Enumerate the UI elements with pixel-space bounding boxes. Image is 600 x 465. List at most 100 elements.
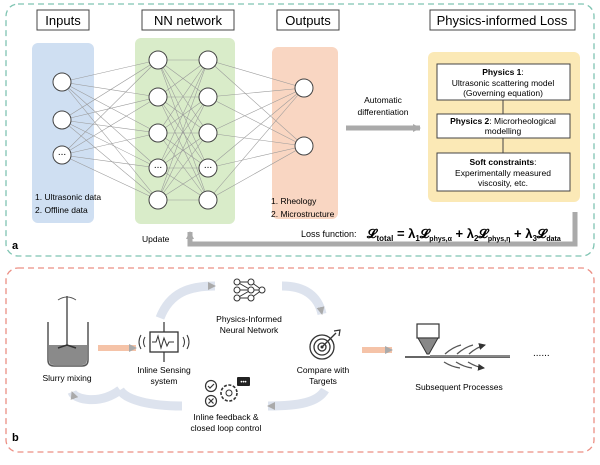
header-nn-network: NN network bbox=[141, 9, 235, 31]
network-edge bbox=[207, 59, 305, 147]
inline-sensing-label-2: system bbox=[151, 376, 178, 386]
network-edge bbox=[61, 81, 159, 169]
input-node bbox=[52, 72, 72, 92]
header-inputs: Inputs bbox=[36, 9, 90, 31]
network-edge bbox=[207, 96, 305, 147]
panel-b-frame bbox=[5, 267, 595, 453]
panel-a-tag: a bbox=[12, 240, 19, 252]
network-edge bbox=[61, 132, 159, 156]
network-edge bbox=[61, 154, 159, 201]
feedback-label-2: closed loop control bbox=[191, 423, 262, 433]
panel-a-frame bbox=[5, 3, 595, 257]
svg-text:Experimentally measured: Experimentally measured bbox=[455, 168, 551, 178]
loop-arrow-to-pinn bbox=[155, 281, 216, 320]
network-edge bbox=[207, 145, 305, 169]
physics1-box: Physics 1: Ultrasonic scattering model (… bbox=[436, 63, 571, 101]
hidden1-node bbox=[148, 87, 168, 107]
svg-text:Soft constraints:: Soft constraints: bbox=[469, 157, 536, 167]
network-edge bbox=[61, 81, 159, 201]
update-arrow bbox=[186, 212, 578, 247]
svg-text:Ultrasonic scattering model: Ultrasonic scattering model bbox=[452, 78, 555, 88]
network-edge bbox=[61, 59, 159, 121]
inputs-item-2: 2. Offline data bbox=[35, 205, 88, 215]
network-edge bbox=[61, 59, 159, 83]
feedback-icon: ••• bbox=[204, 377, 250, 408]
network-edge bbox=[157, 59, 209, 98]
mixer-icon bbox=[47, 296, 89, 367]
compare-label-1: Compare with bbox=[297, 365, 350, 375]
update-label: Update bbox=[142, 234, 170, 244]
hidden2-node bbox=[198, 123, 218, 143]
network-edge bbox=[61, 119, 159, 134]
svg-text:Physics 2: Microrheological: Physics 2: Microrheological bbox=[450, 116, 556, 126]
svg-text:•••: ••• bbox=[240, 380, 246, 386]
input-node bbox=[52, 110, 72, 130]
svg-text:Inputs: Inputs bbox=[45, 13, 81, 28]
network-edge bbox=[61, 119, 159, 201]
inputs-item-1: 1. Ultrasonic data bbox=[35, 192, 101, 202]
loss-function-label: Loss function: bbox=[301, 229, 357, 239]
input-layer-panel bbox=[32, 43, 94, 223]
inline-sensing-label-1: Inline Sensing bbox=[137, 365, 191, 375]
network-edge bbox=[157, 96, 209, 169]
subsequent-processes-label: Subsequent Processes bbox=[415, 382, 502, 392]
network-edge bbox=[207, 87, 305, 201]
network-edge bbox=[207, 87, 305, 98]
network-edge bbox=[207, 59, 305, 89]
sensor-icon bbox=[138, 322, 190, 362]
loop-arrow-to-sensing bbox=[116, 387, 183, 411]
outputs-item-2: 2. Microstructure bbox=[271, 209, 335, 219]
loop-arrow-return bbox=[67, 386, 123, 405]
auto-diff-label-2: differentiation bbox=[358, 107, 409, 117]
network-edge bbox=[61, 96, 159, 121]
target-icon bbox=[309, 329, 341, 360]
more-processes-ellipsis: ...... bbox=[533, 348, 550, 359]
network-edge bbox=[157, 167, 209, 201]
network-edge bbox=[61, 154, 159, 169]
svg-text:Physics 1:: Physics 1: bbox=[482, 67, 524, 77]
pinn-label-1: Physics-Informed bbox=[216, 314, 282, 324]
network-edge bbox=[157, 59, 209, 201]
slurry-mixing-label: Slurry mixing bbox=[42, 373, 91, 383]
coating-process-icon bbox=[405, 323, 510, 368]
hidden1-node bbox=[148, 123, 168, 143]
loss-function-equation: 𝓛total = λ1𝓛phys,α + λ2𝓛phys,η + λ3𝓛data bbox=[366, 226, 561, 243]
network-edge bbox=[157, 132, 209, 201]
loop-arrow-to-compare bbox=[281, 281, 327, 316]
svg-text:viscosity, etc.: viscosity, etc. bbox=[478, 178, 528, 188]
feedback-label-1: Inline feedback & bbox=[193, 412, 259, 422]
network-edge bbox=[157, 96, 209, 201]
panel-b-tag: b bbox=[12, 432, 19, 444]
network-edge bbox=[61, 81, 159, 98]
hidden-layers-panel bbox=[135, 38, 235, 224]
pinn-label-2: Neural Network bbox=[220, 325, 279, 335]
network-edge bbox=[157, 59, 209, 134]
output-layer-panel bbox=[272, 47, 338, 219]
hidden2-node bbox=[198, 158, 218, 178]
hidden1-node bbox=[148, 50, 168, 70]
network-edge bbox=[157, 96, 209, 134]
hidden2-node bbox=[198, 50, 218, 70]
input-node-ellipsis: ... bbox=[58, 147, 66, 158]
network-edge bbox=[157, 132, 209, 169]
hidden1-node-ellipsis: ... bbox=[154, 160, 162, 171]
network-edge bbox=[207, 132, 305, 147]
soft-constraints-box: Soft constraints: Experimentally measure… bbox=[436, 152, 571, 192]
svg-text:(Governing equation): (Governing equation) bbox=[463, 88, 543, 98]
svg-text:Outputs: Outputs bbox=[285, 13, 331, 28]
input-node bbox=[52, 145, 72, 165]
outputs-item-1: 1. Rheology bbox=[271, 196, 317, 206]
auto-diff-label-1: Automatic bbox=[364, 95, 403, 105]
network-edge bbox=[207, 87, 305, 134]
hidden1-node bbox=[148, 158, 168, 178]
network-edge bbox=[61, 96, 159, 156]
loop-arrow-to-feedback bbox=[267, 387, 329, 411]
neural-network-icon bbox=[233, 278, 266, 302]
physics2-box: Physics 2: Microrheological modelling bbox=[436, 113, 571, 139]
svg-text:modelling: modelling bbox=[485, 126, 522, 136]
hidden2-node bbox=[198, 190, 218, 210]
header-physics-informed-loss: Physics-informed Loss bbox=[429, 9, 576, 31]
compare-label-2: Targets bbox=[309, 376, 337, 386]
output-node bbox=[294, 136, 314, 156]
